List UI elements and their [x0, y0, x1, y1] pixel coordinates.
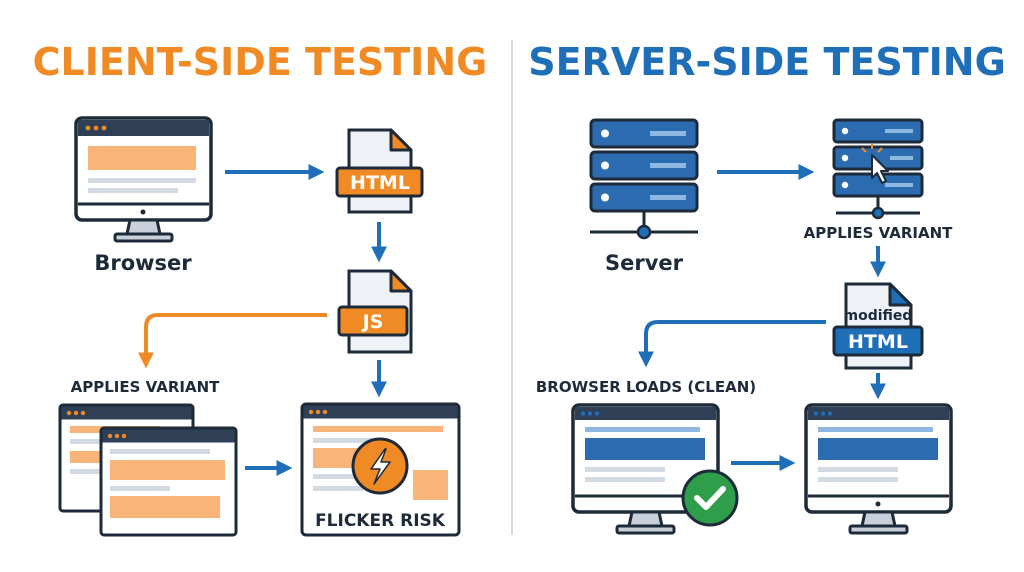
final-browser-monitor-icon: [804, 403, 953, 535]
browser-loads-label: BROWSER LOADS (CLEAN): [536, 378, 756, 396]
server-rack-icon: [589, 118, 699, 240]
modified-html-tag: HTML: [848, 331, 908, 353]
variant-server-icon: [832, 118, 924, 220]
variant-page-front-icon: [99, 426, 238, 537]
modified-label: modified: [844, 308, 913, 324]
browser-label: Browser: [94, 251, 192, 275]
flicker-risk-label: FLICKER RISK: [315, 511, 446, 531]
html-tag: HTML: [350, 172, 410, 194]
arrow-modified-to-browser-loads: [638, 320, 826, 368]
cursor-icon: [861, 144, 889, 184]
lightning-bolt-icon: [351, 437, 409, 495]
modified-html-document-icon: [832, 282, 924, 370]
arrow-js-to-variant: [138, 313, 327, 369]
server-side-title: SERVER-SIDE TESTING: [528, 40, 1006, 84]
client-side-title: CLIENT-SIDE TESTING: [33, 40, 488, 84]
server-applies-variant-label: APPLIES VARIANT: [804, 224, 954, 242]
browser-monitor-icon: [74, 116, 213, 243]
clean-browser-monitor-icon: [571, 403, 720, 535]
check-mark-icon: [681, 469, 739, 527]
client-applies-variant-label: APPLIES VARIANT: [71, 378, 221, 396]
html-document-icon: [335, 128, 424, 214]
server-label: Server: [605, 251, 684, 275]
js-tag: JS: [361, 311, 384, 333]
js-document-icon: [337, 269, 413, 354]
